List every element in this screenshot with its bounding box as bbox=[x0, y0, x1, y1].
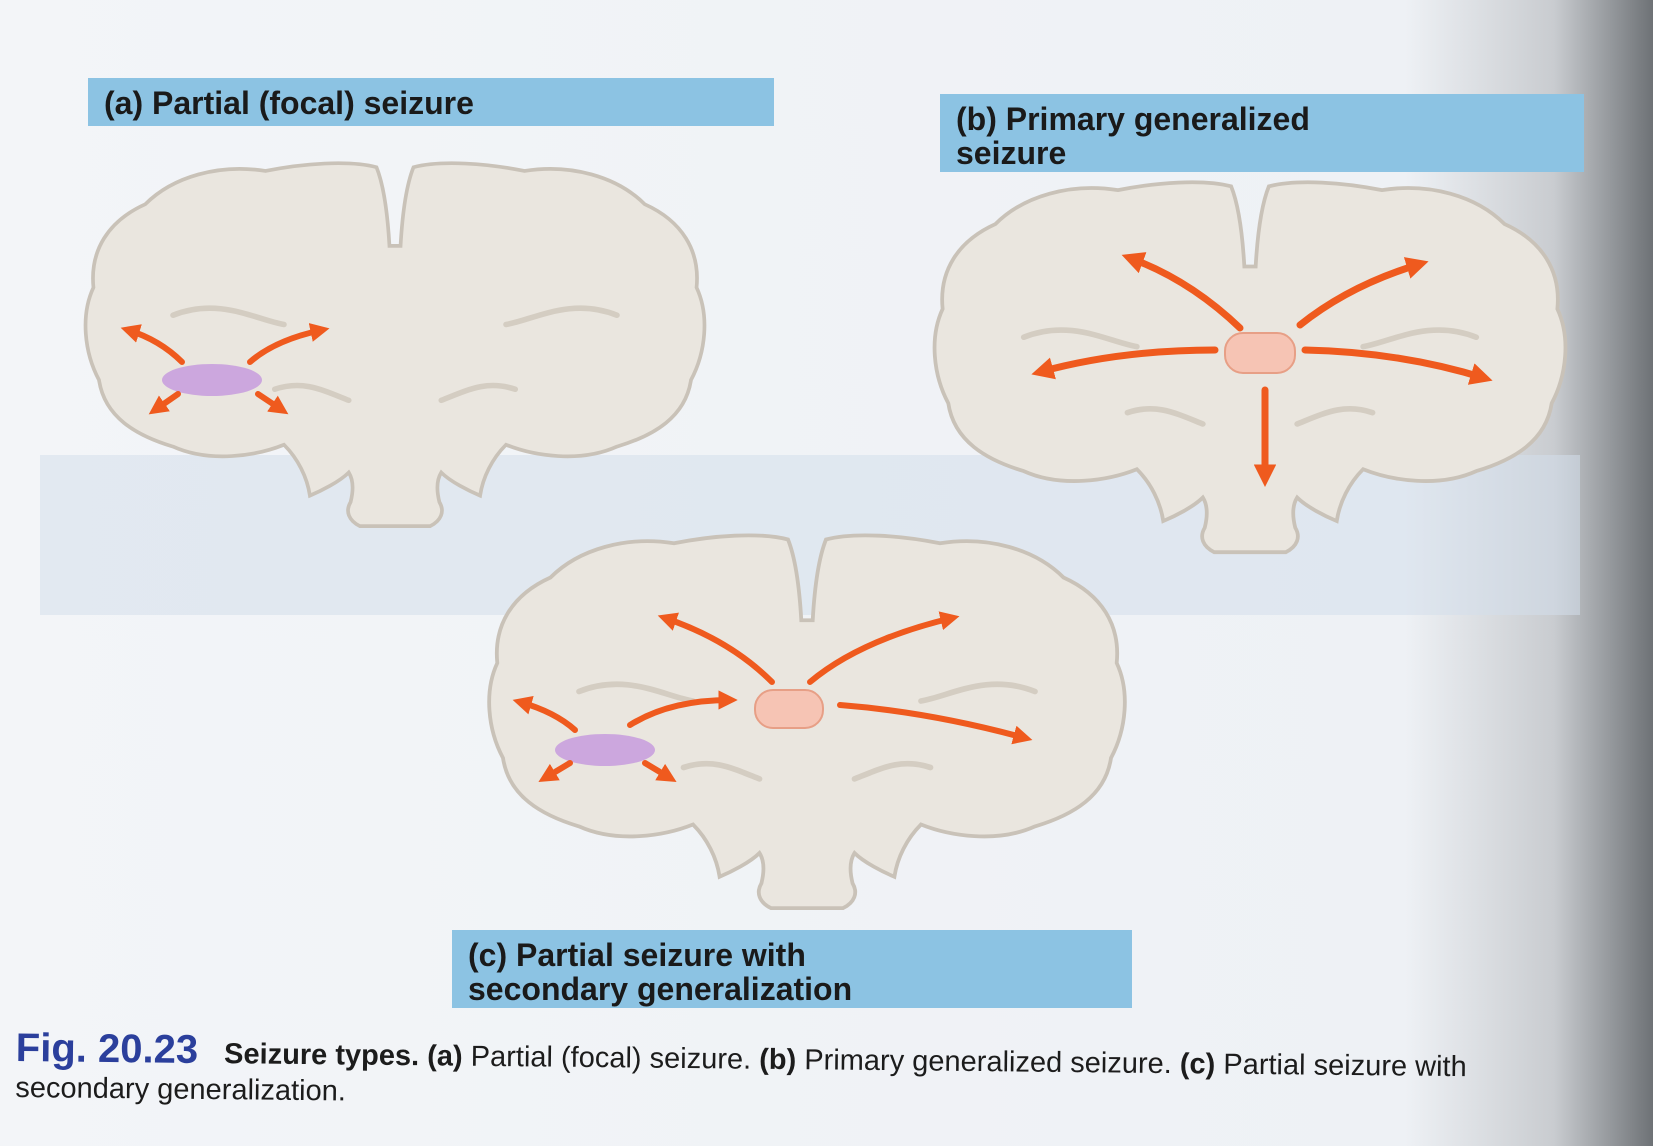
panel-c-label-line2: secondary generalization bbox=[468, 972, 1116, 1006]
panel-c-label-line1: (c) Partial seizure with bbox=[468, 938, 1116, 972]
caption-c-marker: (c) bbox=[1180, 1048, 1216, 1080]
brain-b bbox=[935, 182, 1566, 552]
panel-b-label-line1: (b) Primary generalized bbox=[956, 102, 1568, 136]
panel-b-label-line2: seizure bbox=[956, 136, 1568, 170]
brain-section-icon bbox=[86, 163, 705, 526]
caption-b-text: Primary generalized seizure. bbox=[804, 1044, 1172, 1080]
caption-b-marker: (b) bbox=[759, 1044, 796, 1076]
panel-c-label: (c) Partial seizure with secondary gener… bbox=[452, 930, 1132, 1008]
panel-b-label: (b) Primary generalized seizure bbox=[940, 94, 1584, 172]
center-spot-b bbox=[1225, 333, 1295, 373]
caption-title: Seizure types. bbox=[224, 1038, 419, 1072]
caption-a-text: Partial (focal) seizure. bbox=[471, 1041, 752, 1076]
panel-a-label: (a) Partial (focal) seizure bbox=[88, 78, 774, 126]
figure-number: Fig. 20.23 bbox=[16, 1026, 199, 1072]
brain-a bbox=[86, 163, 705, 526]
brain-c bbox=[489, 535, 1125, 908]
panel-a-label-text: (a) Partial (focal) seizure bbox=[104, 85, 474, 121]
center-spot-c bbox=[755, 690, 823, 728]
caption-a-marker: (a) bbox=[427, 1040, 463, 1072]
